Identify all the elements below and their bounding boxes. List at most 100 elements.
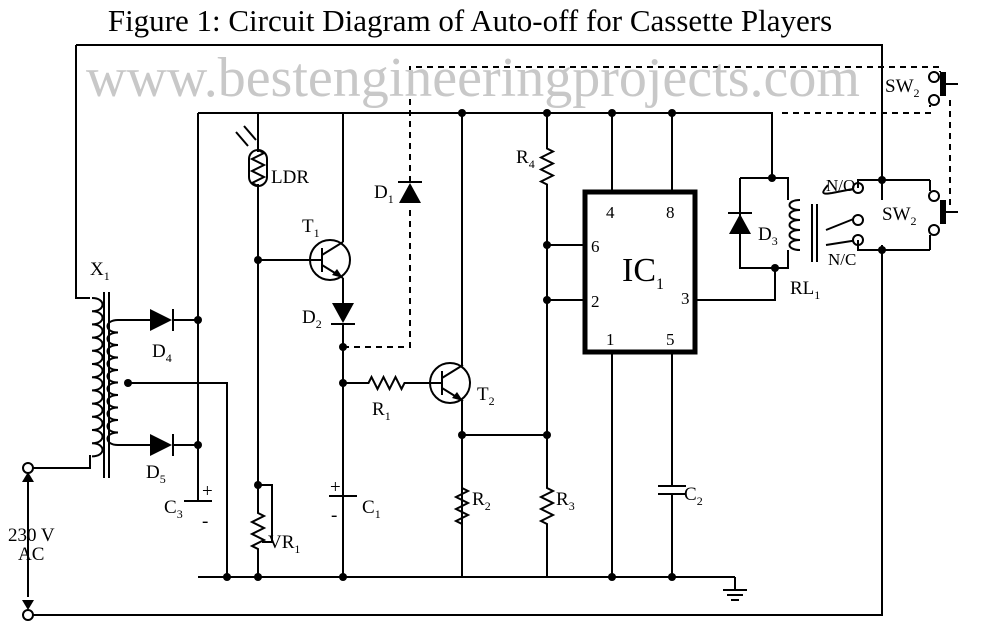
resistor-r4 <box>538 113 556 220</box>
switch-link <box>409 66 941 182</box>
sw2-link <box>782 105 931 114</box>
pushbutton-sw2-top <box>940 72 946 96</box>
ic-input-wires <box>547 244 585 301</box>
label-sw2-top: SW2 <box>885 76 920 100</box>
switch-wires <box>857 179 930 251</box>
capacitor-c3 <box>184 445 212 513</box>
ic-pin-1: 1 <box>606 330 615 349</box>
label-normally-closed: N/C <box>828 250 856 269</box>
ground-symbol <box>723 577 747 601</box>
label-r4: R4 <box>516 147 535 171</box>
terminal <box>852 214 864 226</box>
c1-plus: + <box>330 477 341 498</box>
light-arrows-icon <box>235 125 257 147</box>
junction-dot <box>458 109 466 117</box>
label-normally-open: N/O <box>826 176 855 195</box>
ic-pin-2: 2 <box>591 292 600 311</box>
label-d1: D1 <box>374 182 394 206</box>
junction-dot <box>668 109 676 117</box>
label-d5: D5 <box>146 462 166 486</box>
c1-minus: - <box>331 505 337 526</box>
label-ic1: IC1 <box>622 252 664 293</box>
potentiometer-vr1 <box>249 485 267 577</box>
vr1-wiper <box>258 484 273 543</box>
transistor-t1-leads <box>258 241 344 279</box>
ic-output-wire <box>695 268 776 301</box>
ic-supply-pins <box>611 113 673 192</box>
terminal <box>22 609 34 621</box>
label-x1: X1 <box>90 259 110 283</box>
resistor-r1 <box>343 374 430 392</box>
label-d3: D3 <box>758 224 778 248</box>
junction-dot <box>878 246 886 254</box>
ic-pin-4: 4 <box>606 203 615 222</box>
supply-voltage: 230 V <box>8 525 55 546</box>
transistor-t1-emitter-arrow <box>332 269 343 278</box>
diode-d5 <box>150 434 172 456</box>
d1-link <box>343 205 411 348</box>
figure-title: Figure 1: Circuit Diagram of Auto-off fo… <box>108 3 832 38</box>
relay-coil-wires <box>739 177 789 269</box>
watermark: www.bestengineeringprojects.com <box>86 47 860 109</box>
ic-pin-3: 3 <box>681 289 690 308</box>
mains-wire <box>28 44 883 616</box>
label-c3: C3 <box>164 497 183 521</box>
label-d4: D4 <box>152 341 172 365</box>
label-r1: R1 <box>372 399 391 423</box>
label-rl1: RL1 <box>790 278 820 302</box>
secondary-leads <box>118 319 150 446</box>
terminal <box>928 190 940 202</box>
label-t2: T2 <box>477 384 495 408</box>
primary-coil <box>91 297 104 458</box>
pushbutton-sw2 <box>940 200 946 224</box>
resistor-r3 <box>538 435 556 577</box>
relay-core <box>811 204 818 262</box>
positive-rail <box>198 112 773 178</box>
junction-dot <box>608 573 616 581</box>
resistor-r2 <box>453 435 471 577</box>
label-c1: C1 <box>362 497 381 521</box>
label-ldr: LDR <box>271 167 309 188</box>
label-d2: D2 <box>302 307 322 331</box>
junction-dot <box>124 379 132 387</box>
terminal <box>928 224 940 236</box>
transformer-primary-lead <box>33 455 91 469</box>
wires-and-components <box>22 44 958 621</box>
supply-type: AC <box>18 544 44 565</box>
label-c2: C2 <box>684 484 703 508</box>
junction-dot <box>771 264 779 272</box>
diode-d1 <box>399 183 421 203</box>
transistor-t2-leads <box>430 364 464 402</box>
terminal <box>22 462 34 474</box>
arrow-up <box>22 472 34 482</box>
ic1-body <box>582 189 698 355</box>
ic-pin-8: 8 <box>666 203 675 222</box>
label-t1: T1 <box>302 216 320 240</box>
label-vr1: VR1 <box>268 532 300 556</box>
terminal <box>928 94 940 106</box>
junction-dot <box>768 174 776 182</box>
diode-d2 <box>332 303 354 323</box>
c3-plus: + <box>202 481 213 502</box>
junction-dot <box>608 109 616 117</box>
center-tap <box>125 382 228 577</box>
junction-dot <box>668 573 676 581</box>
label-sw2-main: SW2 <box>882 204 917 228</box>
transformer-primary-lead <box>75 45 90 299</box>
ic-pin-5: 5 <box>666 330 675 349</box>
transistor-t2-emitter-arrow <box>452 392 463 401</box>
secondary-coil <box>106 319 119 446</box>
diode-d3 <box>729 214 751 234</box>
arrow-down <box>22 600 34 610</box>
label-r2: R2 <box>472 489 491 513</box>
capacitor-c2 <box>658 352 686 577</box>
junction-dot <box>223 573 231 581</box>
label-r3: R3 <box>556 489 575 513</box>
ldr-element <box>249 148 267 188</box>
relay-coil <box>788 199 801 251</box>
c3-minus: - <box>202 511 208 532</box>
terminal <box>928 71 940 83</box>
diode-d4 <box>150 309 172 331</box>
